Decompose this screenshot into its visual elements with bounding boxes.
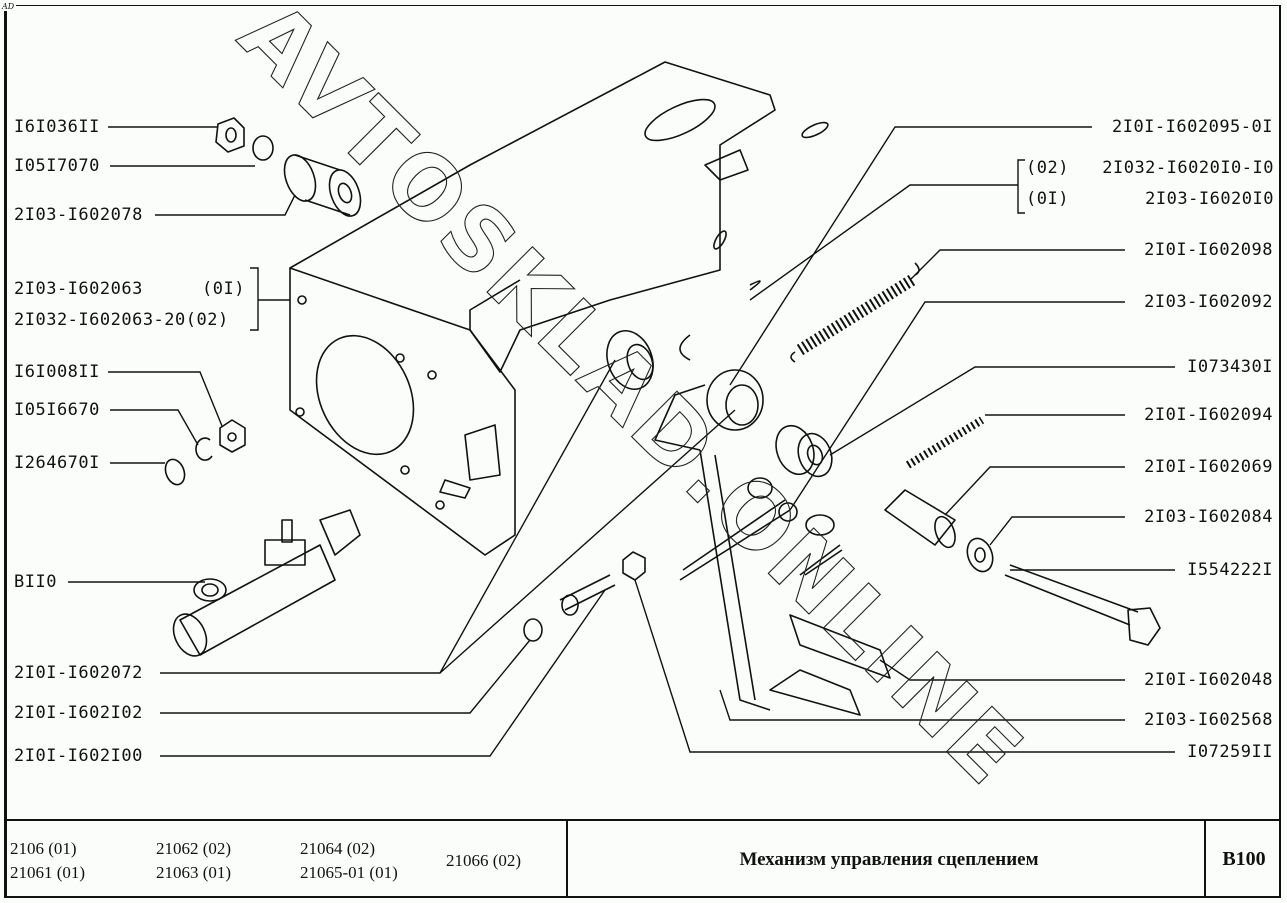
nut-I6I036II [215,117,245,153]
variant-note: (0I) [202,279,245,299]
part-label-right: (02)2I032-I6020I0-I0 [1026,158,1274,178]
part-label-right: 2I0I-I602094 [1144,405,1273,425]
part-label-left: I6I008II [14,362,100,382]
nut-I6I008II [219,419,246,453]
adjuster-bolt-2I0I-I602I00 [559,574,616,616]
watermark: AVTOSKLAD.ONLINE [220,0,1045,807]
washer-I05I6670 [195,437,213,461]
part-label-right: 2I03-I602568 [1144,710,1273,730]
title-block: 2106 (01) 21061 (01) 21062 (02) 21063 (0… [4,819,1281,900]
corner-mark: AD [2,2,17,11]
drawing-frame [4,5,1281,898]
diagram-code: B100 [1222,848,1266,870]
model-code: 21064 (02) [300,839,376,858]
model-code: 21061 (01) [10,863,86,882]
model-code: 21065-01 (01) [300,863,398,882]
nut-I07259II [622,551,646,581]
part-label-left: 2I03-I602078 [14,205,143,225]
variant-note: (02) [185,310,229,330]
model-code: 21063 (01) [156,863,232,882]
bushing-2I0I-I602069 [884,489,956,549]
watermark-text: AVTOSKLAD.ONLINE [220,0,1044,806]
part-label-right: I07259II [1187,742,1273,762]
pedal-pad-2I03-I602568 [769,669,861,716]
spring-2I0I-I602094 [905,416,985,469]
pad-2I0I-I602048 [789,614,891,679]
pedal-hub [654,369,771,711]
nut-2I0I-I602I02 [523,618,543,642]
washer-2I0I-I602094 [805,514,835,536]
master-cylinder-BII0 [172,509,361,657]
part-label-left: I264670I [14,453,100,473]
leader-lines [68,126,1175,757]
part-label-right: 2I03-I602092 [1144,292,1273,312]
washer-2I03-I602084 [966,537,994,573]
bolt-I554222I [1004,564,1161,646]
model-code: 21062 (02) [156,839,232,858]
variant-note: (02) [1026,158,1069,178]
part-label-left: I05I7070 [14,156,100,176]
part-label-left: 2I03-I602063(0I) [14,279,245,299]
part-label-left: I05I6670 [14,400,100,420]
part-label-left: 2I0I-I602072 [14,663,143,683]
divider [1204,821,1206,898]
part-label-right: 2I0I-I602048 [1144,670,1273,690]
bushing-2I03-I602078 [283,154,362,217]
washer-I05I7070 [252,135,274,161]
bushing-2I0I-I602072 [606,330,654,390]
part-label-right: 2I03-I602084 [1144,507,1273,527]
part-label-left: 2I032-I602063-20(02) [14,310,229,330]
divider [566,821,568,898]
part-label-right: 2I0I-I602069 [1144,457,1273,477]
pin [747,477,773,499]
model-code: 2106 (01) [10,839,77,858]
pedal-bracket [289,61,829,556]
washer-I264670I [164,458,186,486]
variant-note: (0I) [1026,189,1069,209]
part-label-right: I554222I [1187,560,1273,580]
pushrod-2I03-I602092 [679,499,791,581]
cotter-pin [799,544,843,576]
part-label-right: 2I0I-I602098 [1144,240,1273,260]
clip-2I0I-I602095 [679,280,761,361]
model-code: 21066 (02) [446,851,522,870]
spring-2I0I-I602098 [790,262,920,363]
diagram-title: Механизм управления сцеплением [739,849,1039,870]
part-label-right: (0I)2I03-I6020I0 [1026,189,1274,209]
part-label-right: 2I0I-I602095-0I [1111,117,1273,137]
part-label-left: I6I036II [14,117,100,137]
part-label-left: 2I0I-I602I02 [14,703,143,723]
part-label-left: 2I0I-I602I00 [14,746,143,766]
part-label-left: BII0 [14,572,57,592]
part-label-right: I073430I [1187,357,1273,377]
